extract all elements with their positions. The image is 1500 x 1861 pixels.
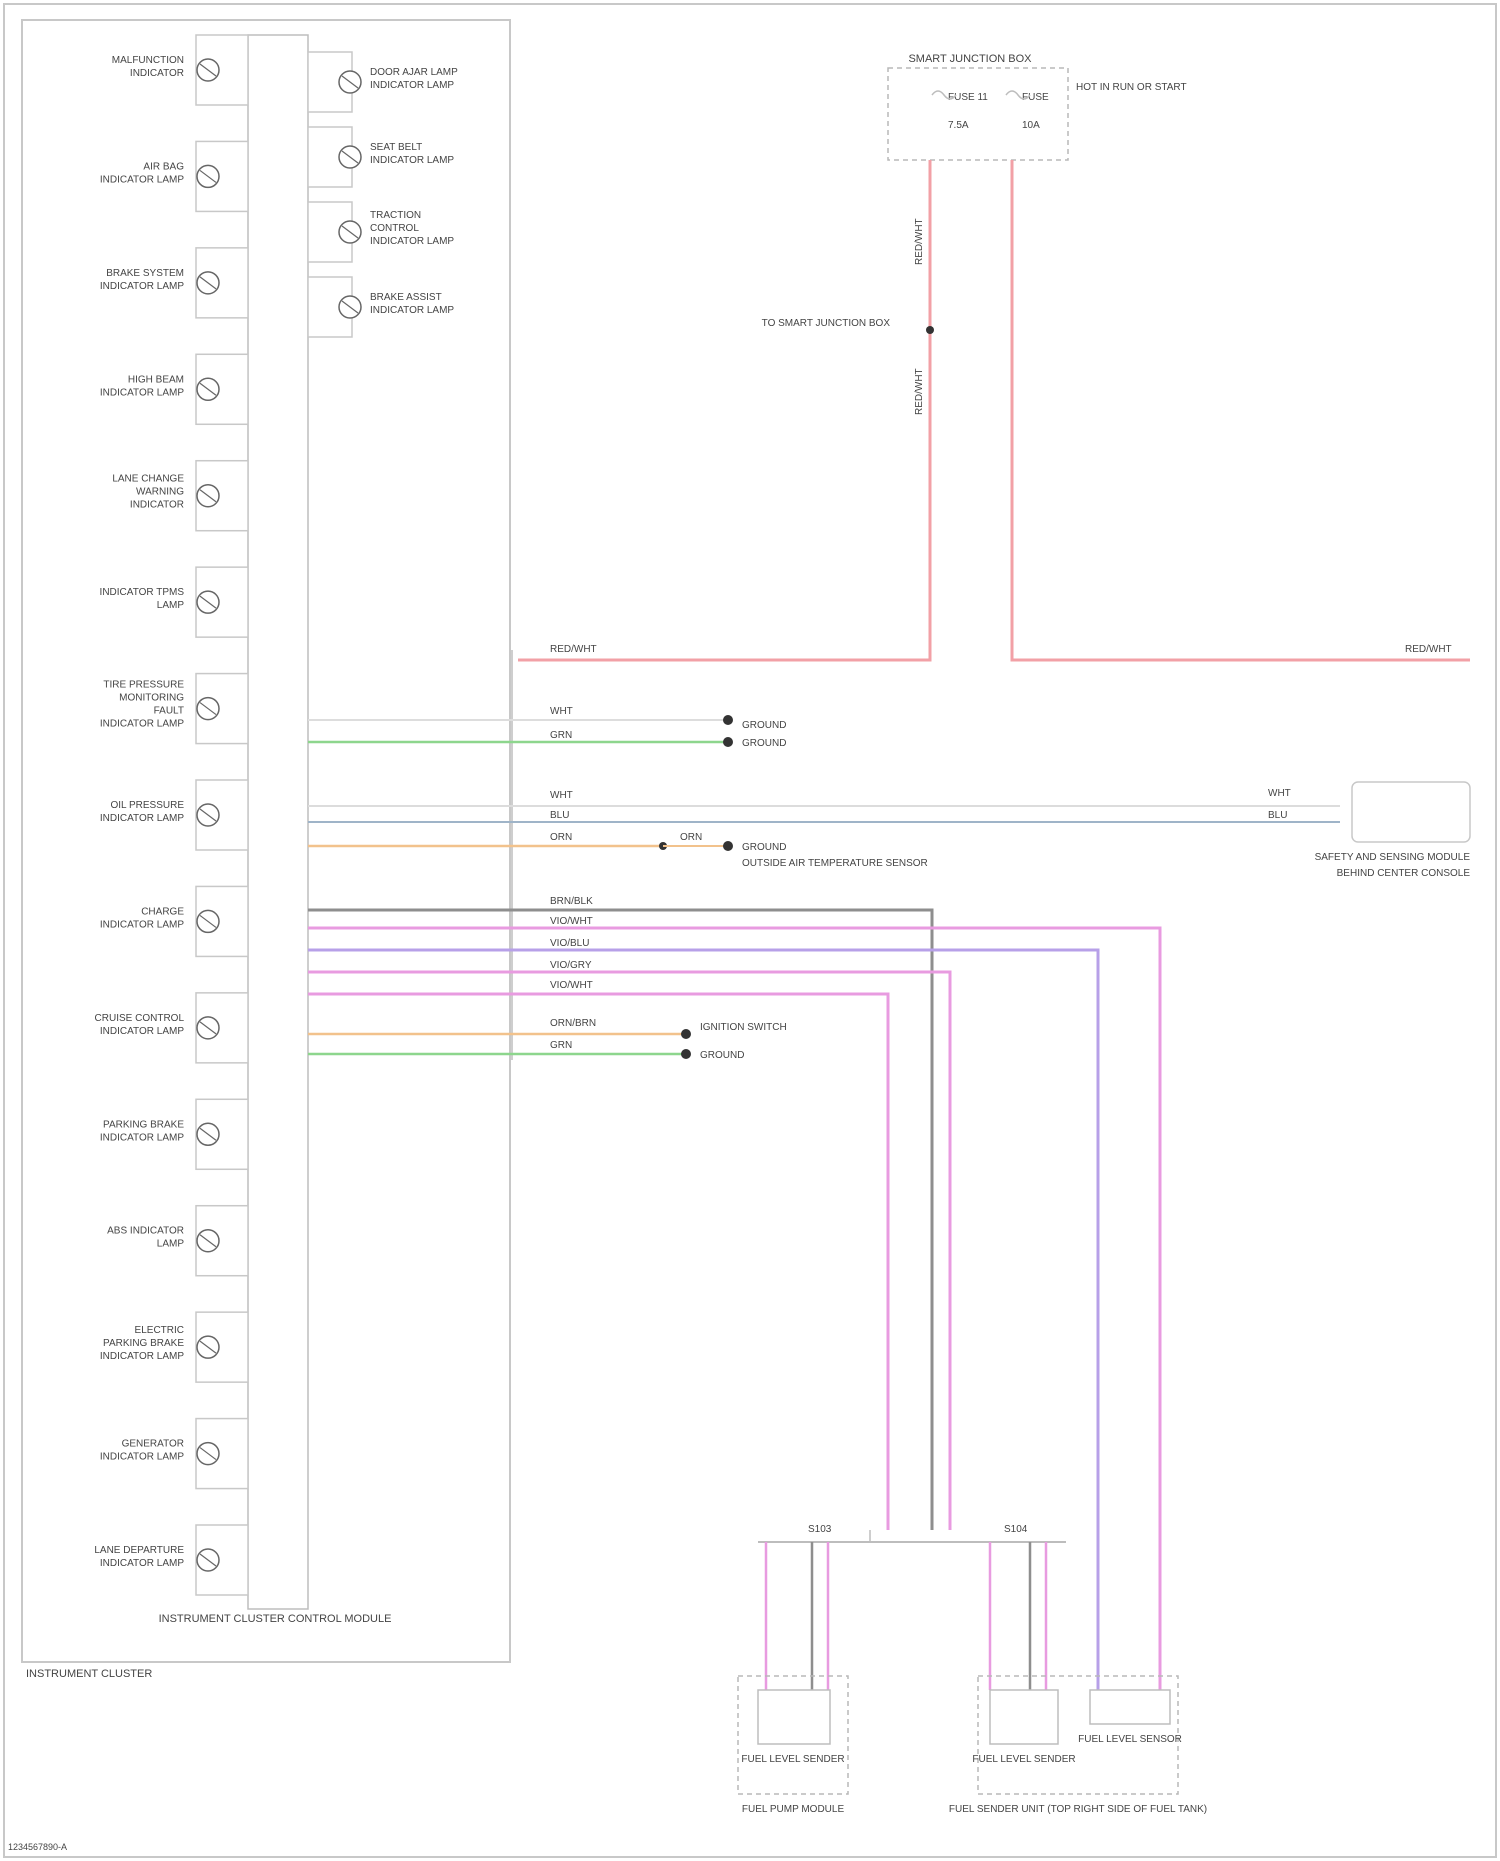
wire-w12-label: GRN [550, 1040, 572, 1051]
wire-brn-blk [308, 910, 932, 1530]
fuel-sender-right [990, 1690, 1058, 1744]
footer-code: 1234567890-A [8, 1842, 67, 1852]
power-wire-right [1012, 160, 1470, 660]
wire-vert-left2-label: RED/WHT [914, 368, 925, 415]
wire-w5-label: ORN [550, 832, 572, 843]
wire-w2-label: GRN [550, 730, 572, 741]
fuse2-amp: 10A [1022, 120, 1040, 131]
fuel-unit-right-label: FUEL SENDER UNIT (TOP RIGHT SIDE OF FUEL… [949, 1804, 1207, 1815]
fuse1-amp: 7.5A [948, 120, 969, 131]
ground-2-label: GROUND [742, 738, 786, 749]
wire-vio-wht-1 [308, 928, 1160, 1690]
fuel-pump-left-label: FUEL PUMP MODULE [742, 1804, 845, 1815]
cluster-frame-label: INSTRUMENT CLUSTER [26, 1668, 152, 1680]
right-w2-label: BLU [1268, 810, 1287, 821]
ground-node-1 [723, 715, 733, 725]
fuel-sender-left-label: FUEL LEVEL SENDER [741, 1754, 844, 1765]
wire-top-left-label: RED/WHT [550, 644, 597, 655]
wire-w9-label: VIO/GRY [550, 960, 592, 971]
sensor-label: OUTSIDE AIR TEMPERATURE SENSOR [742, 858, 928, 869]
wire-w3-label: WHT [550, 790, 573, 801]
cluster-module-label: INSTRUMENT CLUSTER CONTROL MODULE [159, 1613, 392, 1625]
wire-w10-label: VIO/WHT [550, 980, 593, 991]
fuse2-label: FUSE [1022, 92, 1049, 103]
cluster-module-bar [248, 35, 308, 1609]
fuel-sender-left [758, 1690, 830, 1744]
ground-node-2 [723, 737, 733, 747]
ignition-node [681, 1029, 691, 1039]
splice-label: TO SMART JUNCTION BOX [762, 318, 891, 329]
wire-top-right-label: RED/WHT [1405, 644, 1452, 655]
fuel-pump-module-box [738, 1676, 848, 1794]
wire-orn-side-label: ORN [680, 832, 702, 843]
wire-vio-gry [308, 972, 950, 1530]
lamp-label-right: SEAT BELTINDICATOR LAMP [370, 142, 454, 166]
sensor-mid-label: GROUND [742, 842, 786, 853]
fuse-block [888, 68, 1068, 160]
cluster-frame [22, 20, 510, 1662]
ground-4-label: GROUND [700, 1050, 744, 1061]
fuel-sender-right-label: FUEL LEVEL SENDER [972, 1754, 1075, 1765]
fuel-level-sensor-right [1090, 1690, 1170, 1724]
fuse-block-title: SMART JUNCTION BOX [908, 53, 1032, 65]
right-w1-label: WHT [1268, 788, 1291, 799]
wire-vert-left-label: RED/WHT [914, 218, 925, 265]
fuel-sensor-right-label: FUEL LEVEL SENSOR [1078, 1734, 1182, 1745]
ground-3-label: IGNITION SWITCH [700, 1022, 787, 1033]
wire-w4-label: BLU [550, 810, 569, 821]
splice-right-label: S104 [1004, 1524, 1028, 1535]
wire-w11-label: ORN/BRN [550, 1018, 596, 1029]
power-wire-left [518, 160, 930, 660]
ground-1-label: GROUND [742, 720, 786, 731]
lamp-label-right: DOOR AJAR LAMPINDICATOR LAMP [370, 67, 458, 91]
wire-vio-wht-2 [308, 994, 888, 1530]
wire-w6-label: BRN/BLK [550, 896, 593, 907]
sensor-node [723, 841, 733, 851]
splice-left-label: S103 [808, 1524, 832, 1535]
ground-node-4 [681, 1049, 691, 1059]
safety-module-sub: BEHIND CENTER CONSOLE [1337, 868, 1471, 879]
wire-w7-label: VIO/WHT [550, 916, 593, 927]
splice-node [926, 326, 934, 334]
wire-vio-blu [308, 950, 1098, 1690]
safety-module-label: SAFETY AND SENSING MODULE [1315, 852, 1471, 863]
safety-module-box [1352, 782, 1470, 842]
wire-w8-label: VIO/BLU [550, 938, 589, 949]
wire-w1-label: WHT [550, 706, 573, 717]
fuse-side-label: HOT IN RUN OR START [1076, 82, 1187, 93]
